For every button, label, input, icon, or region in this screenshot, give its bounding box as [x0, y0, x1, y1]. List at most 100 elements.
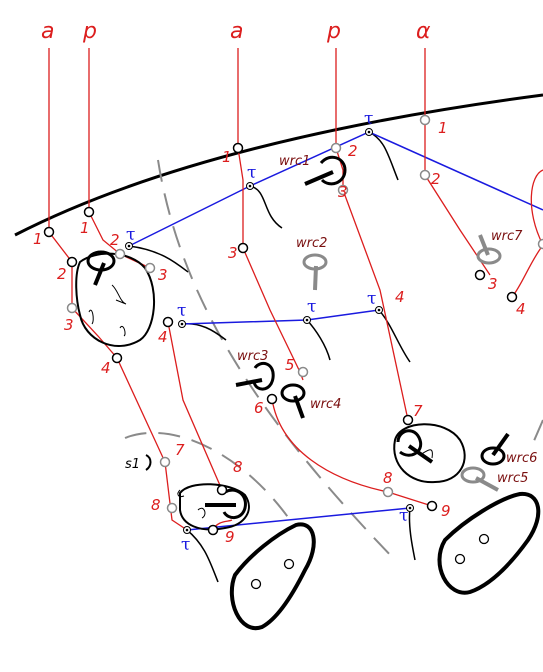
- node-label: 1: [222, 148, 232, 166]
- wrc-label-5: wrc5: [497, 471, 528, 486]
- node-label: 2: [57, 265, 67, 283]
- socket-right: [437, 491, 541, 595]
- wrc-label-4: wrc4: [310, 397, 341, 412]
- node-label: 3: [158, 266, 168, 284]
- socket-holes: [250, 533, 490, 590]
- node-label: 3: [488, 275, 498, 293]
- node-label: 8: [233, 458, 243, 476]
- peg-stem-wrc6: [491, 432, 510, 457]
- node-label: 4: [395, 288, 405, 306]
- cell-outline-right: [393, 423, 466, 484]
- top-label-p-left: p: [82, 19, 97, 44]
- gray-nodes: [66, 114, 543, 514]
- swirl-1: [111, 284, 127, 305]
- node-label: 3: [228, 244, 238, 262]
- peg-head-wrc4: [280, 383, 306, 403]
- socket-hole-3: [454, 553, 466, 565]
- swirl-6: [177, 489, 185, 497]
- node-label: 8: [151, 496, 161, 514]
- node-gray: [537, 238, 543, 250]
- s1-label: s1: [125, 457, 140, 472]
- swirl-3: [119, 325, 126, 337]
- peg-stem-wrc5: [475, 476, 499, 492]
- node-label: 4: [516, 300, 526, 318]
- socket-hole-4: [478, 533, 490, 545]
- node-gray: [382, 486, 394, 498]
- red-line-p2: [335, 48, 409, 421]
- red-line-left-inner: [167, 321, 223, 491]
- node-black: [232, 142, 244, 154]
- wrc-label-2: wrc2: [296, 236, 327, 251]
- node-label: 1: [438, 119, 448, 137]
- red-lines: [48, 48, 543, 531]
- tau-label: τ: [181, 535, 190, 555]
- top-label-a-middle: a: [230, 19, 243, 44]
- swirl-2: [88, 309, 94, 325]
- wrc-label-1: wrc1: [279, 154, 310, 169]
- node-label: 8: [383, 469, 393, 487]
- s1-bracket: [145, 454, 152, 471]
- hair-strand-5: [306, 319, 331, 361]
- node-gray: [419, 114, 431, 126]
- node-black: [83, 206, 95, 218]
- dashed-guide-3: [529, 419, 543, 451]
- top-labels: a p a p α: [41, 19, 431, 44]
- node-black: [266, 393, 278, 405]
- hair-strand-7: [186, 529, 219, 583]
- node-black: [426, 500, 438, 512]
- cell-outlines: [75, 252, 466, 531]
- hair-strand-8: [408, 507, 416, 561]
- hair-strand-4: [181, 322, 227, 341]
- peg-head-wrc6: [480, 446, 506, 466]
- node-label: 2: [431, 170, 441, 188]
- cell-outline-left: [75, 252, 156, 347]
- node-label: 2: [110, 231, 120, 249]
- socket-hole-1: [250, 578, 262, 590]
- node-label: 9: [225, 528, 235, 546]
- hair-strand-2: [249, 185, 283, 229]
- socket-hole-2: [283, 558, 295, 570]
- tau-label: τ: [399, 506, 408, 526]
- hair-strand-6: [378, 309, 411, 363]
- peg-stem-wrc3: [235, 378, 263, 387]
- peg-head-right: [396, 429, 423, 457]
- blue-link-bottom: [186, 507, 411, 531]
- node-gray: [114, 248, 126, 260]
- peg-stem-right: [407, 444, 434, 464]
- node-label: 2: [348, 142, 358, 160]
- node-label: 6: [254, 399, 264, 417]
- node-number-labels: 1 1 2 2 3 3 4 4 1 3 2 3 1 2 3 4 4 5 6 7 …: [33, 119, 526, 546]
- node-gray: [159, 456, 171, 468]
- node-label: 1: [33, 230, 43, 248]
- node-black: [402, 414, 414, 426]
- node-label: 7: [175, 441, 185, 459]
- node-black: [237, 242, 249, 254]
- tau-label: τ: [367, 289, 376, 309]
- tau-label: τ: [126, 225, 135, 245]
- node-label: 7: [413, 402, 423, 420]
- node-black: [111, 352, 123, 364]
- peg-head-wrc1: [319, 155, 347, 186]
- wrc-label-7: wrc7: [491, 229, 523, 244]
- peg-stem-wrc4: [293, 395, 305, 419]
- node-gray: [419, 169, 431, 181]
- red-line-6-to-9: [271, 398, 433, 507]
- peg-head-bottom: [222, 488, 247, 519]
- node-gray: [330, 142, 342, 154]
- node-label: 5: [285, 356, 295, 374]
- node-black: [474, 269, 486, 281]
- node-black: [506, 291, 518, 303]
- node-black: [66, 256, 78, 268]
- tau-label: τ: [247, 163, 256, 183]
- inner-swirls: [88, 284, 433, 519]
- node-label: 9: [441, 502, 451, 520]
- node-label: 3: [338, 183, 348, 201]
- wrc-labels: wrc1 wrc2 wrc3 wrc4 wrc5 wrc6 wrc7: [237, 154, 537, 486]
- node-label: 1: [80, 219, 90, 237]
- wrc-label-3: wrc3: [237, 349, 268, 364]
- sockets: [229, 491, 541, 631]
- cell-outline-bottom: [179, 483, 250, 531]
- peg-head-wrc5: [460, 466, 486, 484]
